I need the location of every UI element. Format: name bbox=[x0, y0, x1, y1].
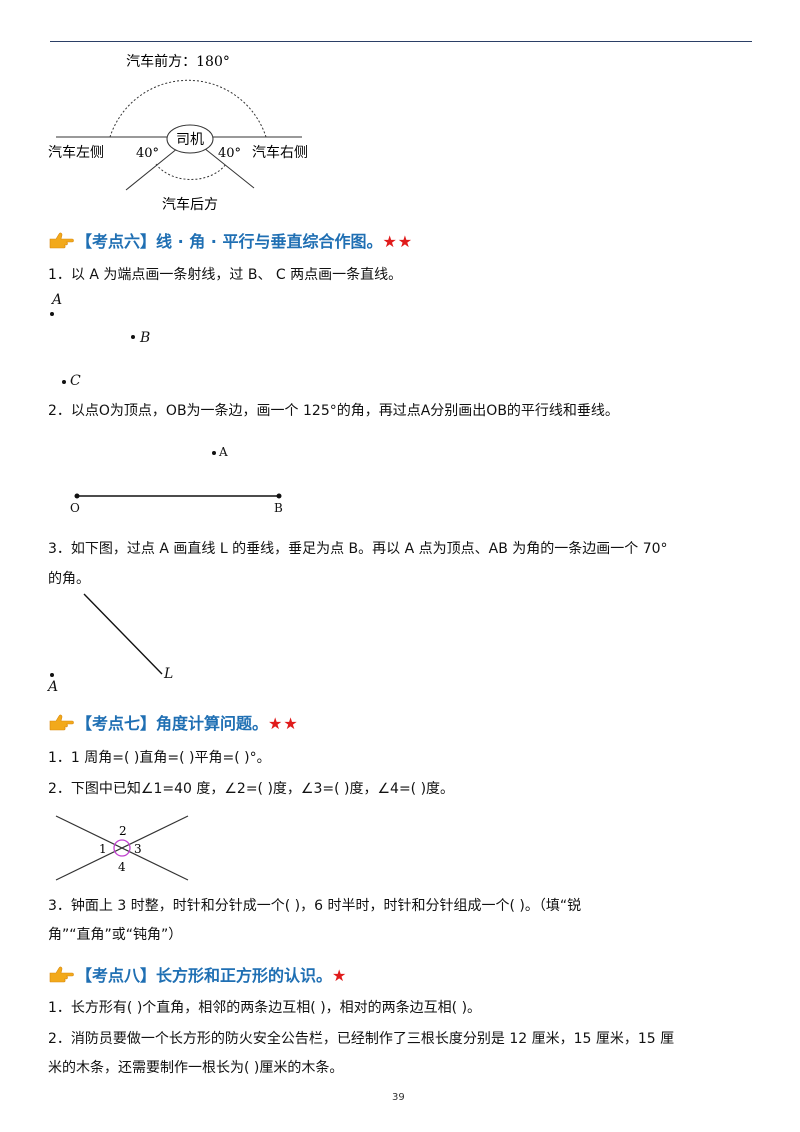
s8-question-2-line2: 米的木条，还需要制作一根长为( )厘米的木条。 bbox=[48, 1060, 344, 1076]
q2-figure bbox=[74, 451, 282, 499]
point-b bbox=[276, 493, 282, 499]
front-arc bbox=[109, 79, 267, 138]
point-a bbox=[50, 312, 54, 316]
angle-left-label: 40° bbox=[136, 146, 159, 161]
line-l bbox=[83, 593, 163, 675]
pointing-hand-icon bbox=[49, 232, 74, 249]
s7-question-1: 1．1 周角=( )直角=( )平角=( )°。 bbox=[48, 750, 271, 766]
section6-title: 【考点六】线 · 角 · 平行与垂直综合作图。 bbox=[76, 232, 383, 251]
back-arc bbox=[155, 163, 227, 180]
q2-o-label: O bbox=[70, 501, 80, 515]
point-b-label: B bbox=[140, 330, 151, 346]
point-o bbox=[74, 493, 80, 499]
angle-circle bbox=[113, 839, 131, 857]
s6-question-3-line1: 3．如下图，过点 A 画直线 L 的垂线，垂足为点 B。再以 A 点为顶点、AB… bbox=[48, 541, 668, 557]
driver-ellipse bbox=[166, 124, 214, 154]
s8-question-2-line1: 2．消防员要做一个长方形的防火安全公告栏，已经制作了三根长度分别是 12 厘米，… bbox=[48, 1031, 675, 1047]
left-slant-line bbox=[125, 147, 179, 191]
s6-question-2: 2．以点O为顶点，OB为一条边，画一个 125°的角，再过点A分别画出OB的平行… bbox=[48, 403, 619, 419]
section7-stars: ★★ bbox=[268, 714, 299, 733]
q2-a-label: A bbox=[219, 445, 228, 459]
s6-question-3-line2: 的角。 bbox=[48, 571, 90, 587]
driver-view-diagram: 司机 汽车前方：180° 汽车左侧 40° 40° 汽车右侧 汽车后方 bbox=[48, 53, 308, 213]
section8-stars: ★ bbox=[332, 966, 348, 985]
q3-figure bbox=[50, 593, 163, 677]
s7-question-2: 2．下图中已知∠1=40 度，∠2=( )度，∠3=( )度，∠4=( )度。 bbox=[48, 781, 455, 797]
pointing-hand-icon bbox=[49, 714, 74, 731]
section7-title: 【考点七】角度计算问题。 bbox=[76, 714, 269, 733]
section6-stars: ★★ bbox=[382, 232, 414, 251]
section6-heading: 【考点六】线 · 角 · 平行与垂直综合作图。★★ bbox=[48, 228, 413, 252]
angle-1-label: 1 bbox=[99, 842, 107, 856]
section8-title: 【考点八】长方形和正方形的认识。 bbox=[76, 966, 333, 985]
s7-question-3-line2: 角”“直角”或“钝角”） bbox=[48, 927, 183, 943]
section8-heading: 【考点八】长方形和正方形的认识。★ bbox=[48, 962, 347, 986]
point-a bbox=[50, 673, 54, 677]
angle-right-label: 40° bbox=[218, 146, 241, 161]
page-number: 39 bbox=[392, 1092, 405, 1103]
s8-question-1: 1．长方形有( )个直角，相邻的两条边互相( )，相对的两条边互相( )。 bbox=[48, 1000, 482, 1016]
q1-points bbox=[50, 312, 135, 384]
section7-heading: 【考点七】角度计算问题。★★ bbox=[48, 710, 299, 734]
q2-b-label: B bbox=[274, 501, 283, 515]
driver-label: 司机 bbox=[176, 132, 204, 148]
back-label: 汽车后方 bbox=[162, 196, 218, 213]
s7-question-3-line1: 3．钟面上 3 时整，时针和分针成一个( )，6 时半时，时针和分针组成一个( … bbox=[48, 898, 582, 914]
right-slant-line bbox=[203, 147, 255, 189]
front-label: 汽车前方：180° bbox=[126, 53, 230, 70]
top-rule bbox=[50, 41, 752, 42]
pointing-hand-icon bbox=[49, 966, 74, 983]
angle-4-label: 4 bbox=[118, 860, 126, 874]
angle-2-label: 2 bbox=[119, 824, 127, 838]
s6-question-1: 1．以 A 为端点画一条射线，过 B、 C 两点画一条直线。 bbox=[48, 267, 403, 283]
left-label: 汽车左侧 bbox=[48, 144, 104, 161]
right-label: 汽车右侧 bbox=[252, 144, 308, 161]
intersecting-lines-figure: 2 1 3 4 bbox=[55, 815, 189, 881]
angle-3-label: 3 bbox=[134, 842, 142, 856]
point-a bbox=[212, 451, 216, 455]
point-c-label: C bbox=[70, 373, 81, 389]
point-b bbox=[131, 335, 135, 339]
line-l-label: L bbox=[164, 666, 174, 682]
point-a-label: A bbox=[52, 292, 63, 308]
line-2 bbox=[55, 815, 189, 881]
point-c bbox=[62, 380, 66, 384]
q3-a-label: A bbox=[48, 679, 59, 695]
